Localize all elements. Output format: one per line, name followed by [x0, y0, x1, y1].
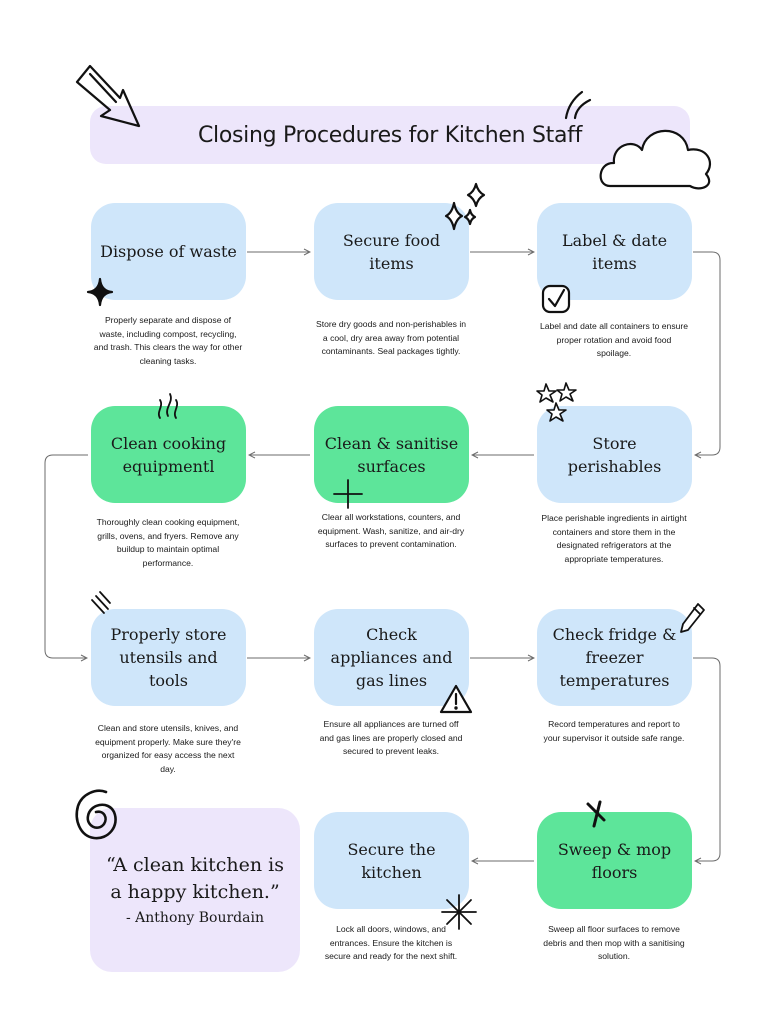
arrow-6-7 [44, 454, 88, 658]
step-label: Check fridge & freezer temperatures [552, 625, 677, 690]
step-description: Sweep all floor surfaces to remove debri… [543, 924, 685, 962]
step-description: Clean and store utensils, knives, and eq… [95, 723, 241, 774]
step-box-secure-food: Secure food items [314, 203, 469, 300]
step-description: Properly separate and dispose of waste, … [93, 315, 243, 366]
step-box-secure-kitchen: Secure the kitchen [314, 812, 469, 909]
step-description: Ensure all appliances are turned off and… [319, 719, 463, 757]
step-label: Clean cooking equipmentl [110, 433, 227, 476]
step-box-store-perishables: Store perishables [537, 406, 692, 503]
arrow-3-4 [693, 251, 721, 455]
step-label: Store perishables [567, 433, 662, 476]
step-box-dispose-waste: Dispose of waste [91, 203, 246, 300]
step-box-sweep-mop: Sweep & mop floors [537, 812, 692, 909]
step-label: Check appliances and gas lines [330, 625, 453, 690]
step-box-label-date: Label & date items [537, 203, 692, 300]
step-box-check-appliances: Check appliances and gas lines [314, 609, 469, 706]
step-description: Clear all workstations, counters, and eq… [317, 512, 465, 550]
step-label: Clean & sanitise surfaces [324, 433, 459, 476]
arrow-9-10 [693, 657, 721, 861]
step-label: Dispose of waste [100, 242, 237, 261]
step-description: Lock all doors, windows, and entrances. … [324, 924, 458, 962]
page-title: Closing Procedures for Kitchen Staff [197, 122, 583, 148]
step-description: Label and date all containers to ensure … [539, 321, 689, 359]
quote-author: - Anthony Bourdain [126, 910, 264, 926]
step-description: Record temperatures and report to your s… [543, 719, 685, 743]
step-label: Sweep & mop floors [557, 839, 672, 882]
step-label: Label & date items [561, 230, 668, 273]
step-box-clean-equipment: Clean cooking equipmentl [91, 406, 246, 503]
title-banner: Closing Procedures for Kitchen Staff [90, 106, 690, 164]
step-description: Store dry goods and non-perishables in a… [316, 319, 467, 357]
quote-card: “A clean kitchen is a happy kitchen.” - … [90, 808, 300, 972]
step-label: Properly store utensils and tools [110, 625, 227, 690]
quote-text: “A clean kitchen is a happy kitchen.” [105, 854, 285, 903]
step-description: Place perishable ingredients in airtight… [541, 513, 687, 564]
step-label: Secure the kitchen [347, 839, 436, 882]
step-box-store-utensils: Properly store utensils and tools [91, 609, 246, 706]
step-description: Thoroughly clean cooking equipment, gril… [96, 517, 240, 568]
step-box-check-fridge: Check fridge & freezer temperatures [537, 609, 692, 706]
step-box-clean-sanitise: Clean & sanitise surfaces [314, 406, 469, 503]
step-label: Secure food items [342, 230, 441, 273]
